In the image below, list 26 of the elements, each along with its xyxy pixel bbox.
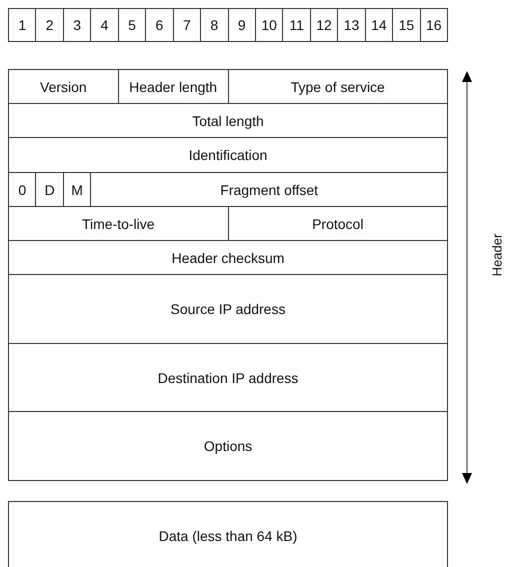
- bit-number-cell: 10: [254, 8, 284, 42]
- bit-number-cell: 2: [35, 8, 64, 42]
- packet-field: Options: [8, 411, 448, 481]
- bit-number-cell: 4: [90, 8, 119, 42]
- bit-number-cell: 3: [62, 8, 92, 42]
- bit-number-cell: 6: [145, 8, 174, 42]
- packet-field: Header checksum: [8, 240, 448, 275]
- bit-number-cell: 9: [228, 8, 256, 42]
- bit-number-cell: 14: [364, 8, 394, 42]
- packet-field: Source IP address: [8, 274, 448, 344]
- packet-field: Data (less than 64 kB): [8, 501, 448, 567]
- bit-number-cell: 7: [172, 8, 202, 42]
- bit-number-cell: 16: [420, 8, 448, 42]
- bit-number-cell: 5: [118, 8, 146, 42]
- packet-field: Total length: [8, 103, 448, 138]
- bit-number-cell: 8: [200, 8, 229, 42]
- packet-field: Destination IP address: [8, 343, 448, 412]
- packet-field: Type of service: [228, 69, 448, 104]
- bit-number-cell: 13: [337, 8, 366, 42]
- bit-number-cell: 15: [392, 8, 421, 42]
- header-label: Header: [490, 234, 504, 276]
- packet-field: Identification: [8, 137, 448, 173]
- bit-number-cell: 1: [8, 8, 36, 42]
- bit-number-cell: 11: [282, 8, 311, 42]
- packet-field: Version: [8, 69, 119, 104]
- bit-number-cell: 12: [310, 8, 338, 42]
